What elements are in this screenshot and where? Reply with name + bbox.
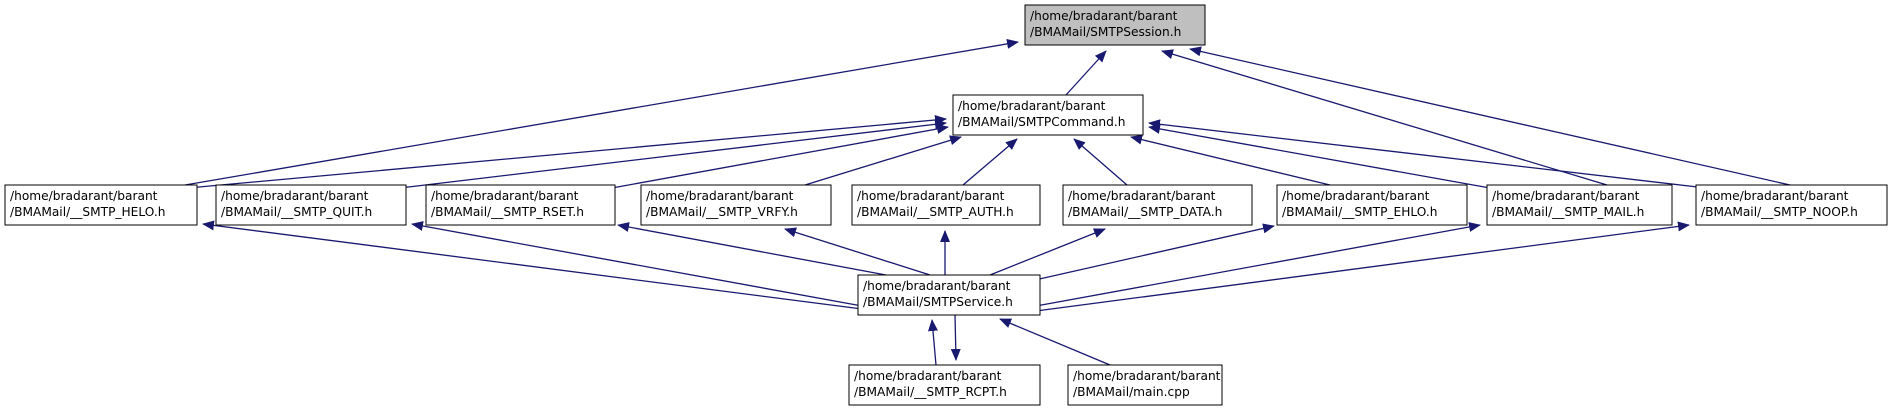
node-label-file: /BMAMail/__SMTP_EHLO.h bbox=[1282, 205, 1437, 219]
node-box bbox=[952, 94, 1144, 136]
node-label-file: /BMAMail/SMTPService.h bbox=[863, 295, 1013, 309]
node-smtp-rset[interactable]: /home/bradarant/barant/BMAMail/__SMTP_RS… bbox=[425, 184, 616, 226]
node-label-dir: /home/bradarant/barant bbox=[1030, 9, 1178, 23]
edge-smtpcommand-to-smtpsession bbox=[1065, 50, 1107, 96]
node-label-file: /BMAMail/__SMTP_NOOP.h bbox=[1701, 205, 1858, 219]
node-label-file: /BMAMail/__SMTP_HELO.h bbox=[10, 205, 165, 219]
edge-smtpservice-to-smtp-noop bbox=[1035, 221, 1690, 312]
node-label-file: /BMAMail/__SMTP_MAIL.h bbox=[1492, 205, 1644, 219]
edge-layer bbox=[184, 38, 1791, 366]
node-label-dir: /home/bradarant/barant bbox=[1073, 369, 1221, 383]
node-label-dir: /home/bradarant/barant bbox=[1701, 189, 1849, 203]
edge-smtpservice-to-smtp-ehlo bbox=[1034, 223, 1275, 281]
edge-smtpservice-to-smtp-data bbox=[989, 228, 1106, 276]
node-box bbox=[851, 184, 1041, 226]
edge-smtp-ehlo-to-smtpcommand bbox=[1130, 134, 1331, 186]
edge-smtp-data-to-smtpcommand bbox=[1073, 138, 1128, 186]
node-label-file: /BMAMail/__SMTP_VRFY.h bbox=[646, 205, 798, 219]
node-smtp-ehlo[interactable]: /home/bradarant/barant/BMAMail/__SMTP_EH… bbox=[1276, 184, 1468, 226]
node-label-file: /BMAMail/SMTPCommand.h bbox=[958, 115, 1125, 129]
edge-smtp-vrfy-to-smtpcommand bbox=[804, 135, 962, 186]
node-smtpsession[interactable]: /home/bradarant/barant/BMAMail/SMTPSessi… bbox=[1024, 4, 1206, 46]
node-smtp-auth[interactable]: /home/bradarant/barant/BMAMail/__SMTP_AU… bbox=[851, 184, 1041, 226]
node-label-file: /BMAMail/SMTPSession.h bbox=[1030, 25, 1181, 39]
node-label-dir: /home/bradarant/barant bbox=[1282, 189, 1430, 203]
node-label-dir: /home/bradarant/barant bbox=[10, 189, 158, 203]
edge-smtp-helo-to-smtpcommand bbox=[187, 115, 947, 189]
node-label-dir: /home/bradarant/barant bbox=[854, 369, 1002, 383]
node-label-dir: /home/bradarant/barant bbox=[863, 279, 1011, 293]
node-smtp-vrfy[interactable]: /home/bradarant/barant/BMAMail/__SMTP_VR… bbox=[640, 184, 832, 226]
node-label-dir: /home/bradarant/barant bbox=[1492, 189, 1640, 203]
edge-smtp-mail-to-smtpsession bbox=[1161, 49, 1608, 186]
node-layer: /home/bradarant/barant/BMAMail/SMTPSessi… bbox=[4, 4, 1888, 406]
node-smtp-mail[interactable]: /home/bradarant/barant/BMAMail/__SMTP_MA… bbox=[1486, 184, 1673, 226]
edge-smtpservice-to-smtp-rcpt bbox=[950, 314, 961, 361]
node-label-file: /BMAMail/__SMTP_DATA.h bbox=[1068, 205, 1222, 219]
edge-smtpservice-to-smtp-vrfy bbox=[784, 227, 931, 276]
node-box bbox=[1276, 184, 1468, 226]
node-box bbox=[4, 184, 198, 226]
edge-smtp-mail-to-smtpcommand bbox=[1148, 124, 1491, 189]
node-smtpservice[interactable]: /home/bradarant/barant/BMAMail/SMTPServi… bbox=[857, 274, 1041, 316]
node-label-dir: /home/bradarant/barant bbox=[646, 189, 794, 203]
node-label-dir: /home/bradarant/barant bbox=[221, 189, 369, 203]
edge-smtp-quit-to-smtpcommand bbox=[399, 119, 947, 189]
node-box bbox=[1486, 184, 1673, 226]
node-smtp-rcpt[interactable]: /home/bradarant/barant/BMAMail/__SMTP_RC… bbox=[848, 364, 1041, 406]
edge-smtp-rcpt-to-smtpservice bbox=[927, 319, 938, 366]
edge-main-cpp-to-smtpservice bbox=[999, 318, 1111, 366]
node-smtp-noop[interactable]: /home/bradarant/barant/BMAMail/__SMTP_NO… bbox=[1695, 184, 1888, 226]
node-smtpcommand[interactable]: /home/bradarant/barant/BMAMail/SMTPComma… bbox=[952, 94, 1144, 136]
edge-smtp-rset-to-smtpcommand bbox=[611, 124, 949, 189]
edge-smtpservice-to-smtp-helo bbox=[202, 220, 863, 310]
node-smtp-quit[interactable]: /home/bradarant/barant/BMAMail/__SMTP_QU… bbox=[215, 184, 407, 226]
node-box bbox=[215, 184, 407, 226]
node-smtp-data[interactable]: /home/bradarant/barant/BMAMail/__SMTP_DA… bbox=[1062, 184, 1253, 226]
node-box bbox=[1067, 364, 1223, 406]
node-label-file: /BMAMail/__SMTP_RSET.h bbox=[431, 205, 584, 219]
edge-smtpservice-to-smtp-rset bbox=[617, 222, 887, 276]
edge-smtpservice-to-smtp-mail bbox=[1035, 222, 1481, 307]
edge-smtp-helo-to-smtpsession bbox=[184, 38, 1019, 186]
node-box bbox=[1024, 4, 1206, 46]
node-label-file: /BMAMail/__SMTP_RCPT.h bbox=[854, 385, 1007, 399]
node-label-file: /BMAMail/__SMTP_AUTH.h bbox=[857, 205, 1014, 219]
node-box bbox=[1695, 184, 1888, 226]
node-main-cpp[interactable]: /home/bradarant/barant/BMAMail/main.cpp bbox=[1067, 364, 1223, 406]
node-box bbox=[857, 274, 1041, 316]
node-label-dir: /home/bradarant/barant bbox=[1068, 189, 1216, 203]
node-label-dir: /home/bradarant/barant bbox=[958, 99, 1106, 113]
edge-smtp-noop-to-smtpsession bbox=[1189, 46, 1791, 186]
node-box bbox=[1062, 184, 1253, 226]
edge-smtpservice-to-smtp-quit bbox=[411, 221, 863, 307]
node-label-dir: /home/bradarant/barant bbox=[431, 189, 579, 203]
node-box bbox=[848, 364, 1041, 406]
node-label-file: /BMAMail/main.cpp bbox=[1073, 385, 1190, 399]
node-box bbox=[640, 184, 832, 226]
edge-smtp-noop-to-smtpcommand bbox=[1148, 119, 1707, 189]
edge-smtp-auth-to-smtpcommand bbox=[962, 138, 1018, 186]
node-label-dir: /home/bradarant/barant bbox=[857, 189, 1005, 203]
node-label-file: /BMAMail/__SMTP_QUIT.h bbox=[221, 205, 372, 219]
node-smtp-helo[interactable]: /home/bradarant/barant/BMAMail/__SMTP_HE… bbox=[4, 184, 198, 226]
node-box bbox=[425, 184, 616, 226]
